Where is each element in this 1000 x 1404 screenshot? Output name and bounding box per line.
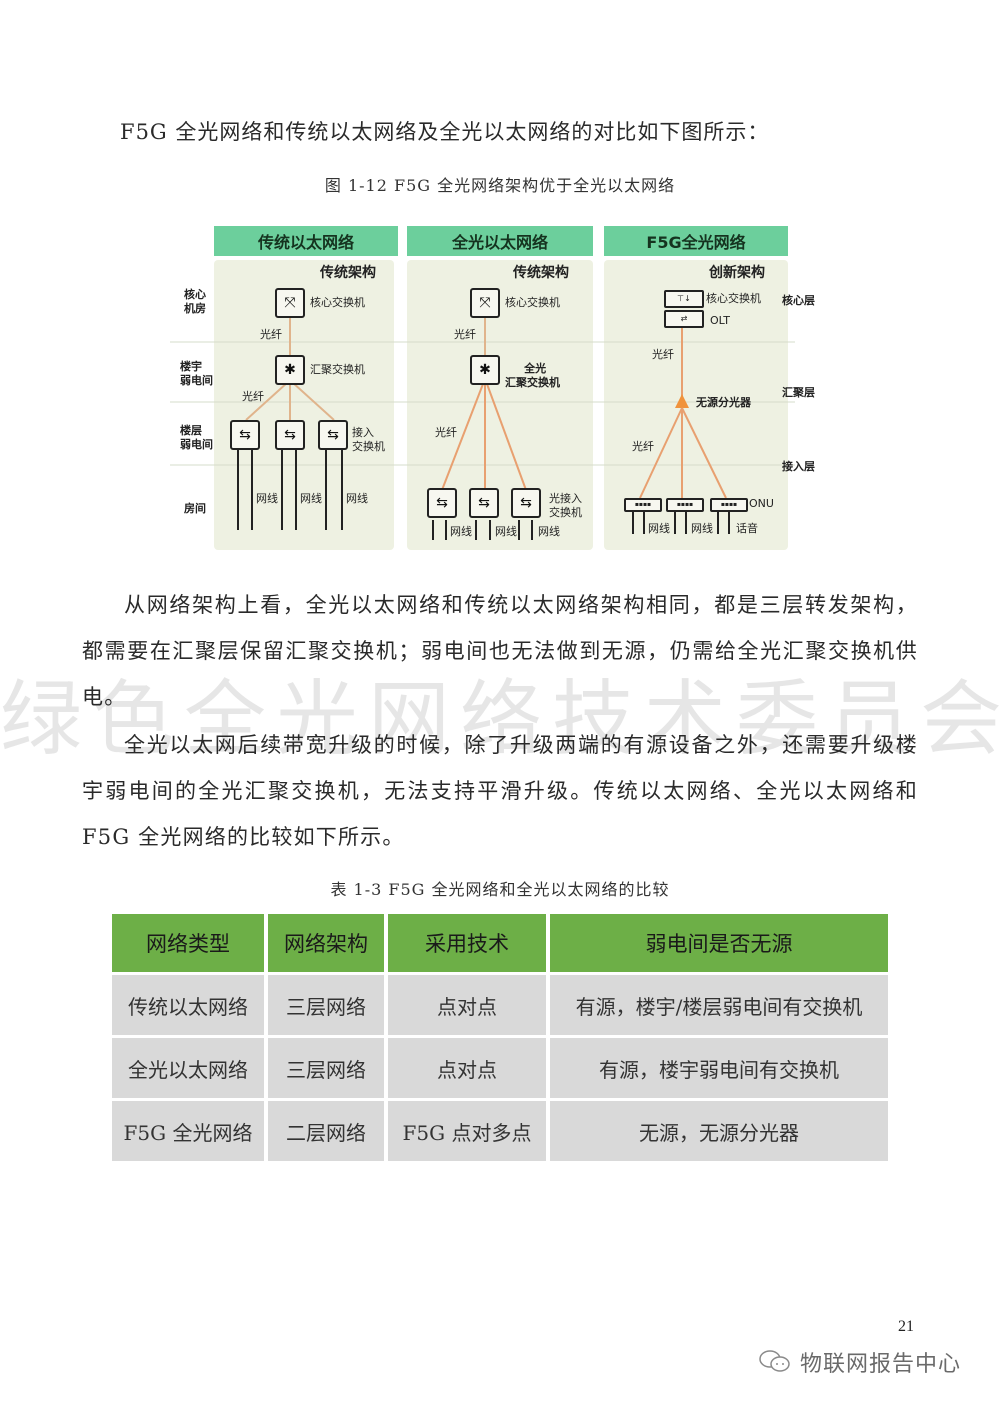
table-caption: 表 1-3 F5G 全光网络和全光以太网络的比较 bbox=[330, 880, 670, 899]
voice-label: 话音 bbox=[736, 522, 758, 535]
panel-subtitle: 创新架构 bbox=[709, 265, 765, 281]
cable-label: 网线 bbox=[256, 492, 278, 505]
access-switch-icon: ⇆ bbox=[275, 420, 305, 450]
table-cell: F5G 点对多点 bbox=[388, 1101, 546, 1161]
fiber-label: 光纤 bbox=[652, 348, 674, 361]
onu-icon: ▪▪▪▪ bbox=[624, 498, 662, 512]
fiber-label: 光纤 bbox=[435, 426, 457, 439]
table-cell: 有源，楼宇/楼层弱电间有交换机 bbox=[550, 975, 888, 1035]
table-cell: F5G 全光网络 bbox=[112, 1101, 264, 1161]
table-row: F5G 全光网络 二层网络 F5G 点对多点 无源，无源分光器 bbox=[112, 1101, 888, 1161]
cable-label: 网线 bbox=[450, 525, 472, 538]
optical-access-switch-icon: ⇆ bbox=[511, 488, 541, 518]
core-switch-icon: ⤧ bbox=[470, 288, 500, 318]
aggregation-switch-label: 汇聚交换机 bbox=[310, 363, 365, 376]
row-label-floor-room: 楼层弱电间 bbox=[180, 424, 213, 451]
architecture-diagram: 传统以太网络 全光以太网络 F5G全光网络 bbox=[170, 222, 830, 554]
table-row: 传统以太网络 三层网络 点对点 有源，楼宇/楼层弱电间有交换机 bbox=[112, 975, 888, 1035]
core-switch-label: 核心交换机 bbox=[310, 296, 365, 309]
access-switch-icon: ⇆ bbox=[318, 420, 348, 450]
panel-subtitle: 传统架构 bbox=[513, 265, 569, 281]
all-optical-aggregation-switch-label: 全光汇聚交换机 bbox=[505, 362, 560, 389]
olt-icon: ⇄ bbox=[664, 310, 704, 328]
fiber-label: 光纤 bbox=[632, 440, 654, 453]
table-cell: 三层网络 bbox=[268, 975, 384, 1035]
core-switch-label: 核心交换机 bbox=[706, 292, 761, 305]
optical-access-switch-icon: ⇆ bbox=[427, 488, 457, 518]
table-row: 全光以太网络 三层网络 点对点 有源，楼宇弱电间有交换机 bbox=[112, 1038, 888, 1098]
table-cell: 点对点 bbox=[388, 975, 546, 1035]
cable-label: 网线 bbox=[346, 492, 368, 505]
table-cell: 有源，楼宇弱电间有交换机 bbox=[550, 1038, 888, 1098]
table-cell: 三层网络 bbox=[268, 1038, 384, 1098]
core-switch-label: 核心交换机 bbox=[505, 296, 560, 309]
fiber-label: 光纤 bbox=[454, 328, 476, 341]
page-number: 21 bbox=[898, 1318, 914, 1335]
core-switch-icon: ⊤↓ bbox=[664, 290, 704, 308]
fiber-label: 光纤 bbox=[260, 328, 282, 341]
panel-subtitle: 传统架构 bbox=[320, 265, 376, 281]
paragraph-2: 全光以太网后续带宽升级的时候，除了升级两端的有源设备之外，还需要升级楼宇弱电间的… bbox=[82, 733, 918, 849]
row-label-core-room: 核心机房 bbox=[184, 288, 206, 315]
splitter-label: 无源分光器 bbox=[696, 396, 751, 409]
paragraph-1: 从网络架构上看，全光以太网络和传统以太网络架构相同，都是三层转发架构，都需要在汇… bbox=[82, 593, 918, 709]
onu-label: ONU bbox=[749, 497, 774, 510]
table-cell: 点对点 bbox=[388, 1038, 546, 1098]
intro-text: F5G 全光网络和传统以太网络及全光以太网络的对比如下图所示： bbox=[120, 120, 770, 144]
cable-label: 网线 bbox=[648, 522, 670, 535]
access-switch-icon: ⇆ bbox=[230, 420, 260, 450]
access-switch-label: 接入交换机 bbox=[352, 426, 385, 453]
table-header: 网络架构 bbox=[268, 914, 384, 972]
onu-icon: ▪▪▪▪ bbox=[710, 498, 748, 512]
cable-label: 网线 bbox=[538, 525, 560, 538]
panel-header-all-optical-ethernet: 全光以太网络 bbox=[407, 226, 593, 256]
cable-label: 网线 bbox=[495, 525, 517, 538]
comparison-table: 网络类型 网络架构 采用技术 弱电间是否无源 传统以太网络 三层网络 点对点 有… bbox=[108, 911, 892, 1164]
fiber-label: 光纤 bbox=[242, 390, 264, 403]
layer-label-core: 核心层 bbox=[782, 294, 815, 307]
table-cell: 传统以太网络 bbox=[112, 975, 264, 1035]
footer-brand: 物联网报告中心 bbox=[758, 1346, 961, 1378]
core-switch-icon: ⤧ bbox=[275, 288, 305, 318]
row-label-building-room: 楼宇弱电间 bbox=[180, 360, 213, 387]
figure-caption: 图 1-12 F5G 全光网络架构优于全光以太网络 bbox=[324, 176, 676, 195]
optical-access-switch-label: 光接入交换机 bbox=[549, 492, 582, 519]
layer-label-aggregation: 汇聚层 bbox=[782, 386, 815, 399]
table-cell: 二层网络 bbox=[268, 1101, 384, 1161]
wechat-icon bbox=[759, 1350, 790, 1372]
panel-header-traditional: 传统以太网络 bbox=[214, 226, 398, 256]
diagram-lines bbox=[170, 318, 795, 540]
cable-label: 网线 bbox=[300, 492, 322, 505]
olt-label: OLT bbox=[710, 314, 730, 327]
cable-label: 网线 bbox=[691, 522, 713, 535]
all-optical-aggregation-switch-icon: ✱ bbox=[470, 355, 500, 385]
panel-header-f5g: F5G全光网络 bbox=[604, 226, 788, 256]
onu-icon: ▪▪▪▪ bbox=[666, 498, 704, 512]
footer-brand-text: 物联网报告中心 bbox=[800, 1352, 962, 1377]
optical-access-switch-icon: ⇆ bbox=[469, 488, 499, 518]
layer-label-access: 接入层 bbox=[782, 460, 815, 473]
table-header: 弱电间是否无源 bbox=[550, 914, 888, 972]
table-header: 采用技术 bbox=[388, 914, 546, 972]
table-header: 网络类型 bbox=[112, 914, 264, 972]
aggregation-switch-icon: ✱ bbox=[275, 355, 305, 385]
table-cell: 全光以太网络 bbox=[112, 1038, 264, 1098]
row-label-room: 房间 bbox=[184, 502, 206, 515]
table-cell: 无源，无源分光器 bbox=[550, 1101, 888, 1161]
